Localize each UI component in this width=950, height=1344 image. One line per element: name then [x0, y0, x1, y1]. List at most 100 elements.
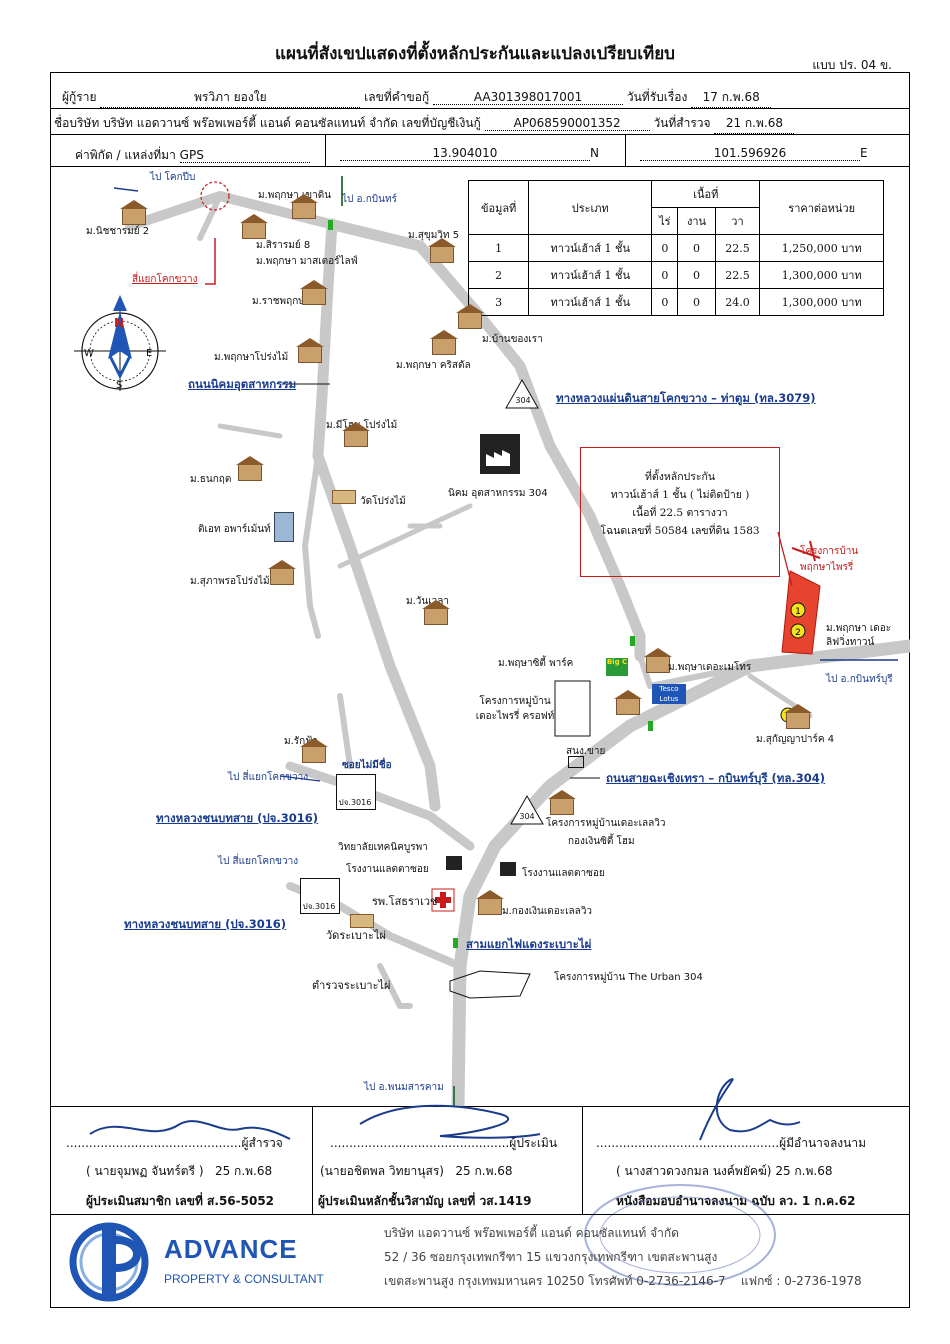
house-icon [430, 330, 458, 355]
shield-304-label-2: 304 [519, 812, 535, 821]
label-project-pruksa: โครงการบ้าน พฤกษาไพรรี่ [800, 546, 859, 573]
compass-e: E [146, 348, 153, 359]
house-icon [614, 690, 642, 715]
surveyor-role: ........................................… [66, 1136, 283, 1150]
label-to-kabinburi: ไป อ.กบินทร์บุรี [826, 674, 893, 685]
label-to-sieng-kok-1: ไป สี่แยกโคกขวาง [228, 772, 309, 783]
label-hospital: รพ.โสธราเวช [372, 895, 438, 908]
footer-company: บริษัท แอดวานซ์ พร๊อพเพอร์ตี้ แอนด์ คอนซ… [384, 1226, 679, 1240]
appraiser-license: ผู้ประเมินหลักชั้นวิสามัญ เลขที่ วส.1419 [318, 1194, 532, 1208]
sales-office-icon [568, 756, 584, 768]
pj3016-label-1: ปจ.3016 [338, 798, 372, 807]
house-icon [268, 560, 296, 585]
signature-appraiser [359, 1104, 541, 1139]
comparable-marker-2: 2 [790, 623, 806, 639]
pj3016-shield-1 [336, 774, 376, 810]
kokpip-marker [200, 181, 230, 211]
form-code: แบบ ปร. 04 ข. [812, 58, 892, 72]
label-kongngern: กองเงินซิตี้ โฮม [568, 836, 635, 847]
document-title: แผนที่สังเขปแสดงที่ตั้งหลักประกันและแปลง… [275, 44, 675, 64]
label-to-kokpip: ไป โคกปีบ [150, 172, 196, 183]
road-3079 [544, 440, 646, 662]
svg-text:2: 2 [795, 628, 801, 638]
house-icon [422, 600, 450, 625]
house-icon [120, 200, 148, 225]
label-sonong-khai: สนง.ขาย [566, 746, 606, 757]
pj3016-label-2: ปจ.3016 [302, 902, 336, 911]
label-route-3016-b: ทางหลวงชนบทสาย (ปจ.3016) [124, 917, 287, 931]
label-to-kabinburi-top: ไป อ.กบินทร์ [342, 194, 397, 205]
label-nikhom-304: นิคม อุตสาหกรรม 304 [448, 488, 548, 499]
lotus-logo: Tesco Lotus [652, 684, 686, 704]
apartment-icon [274, 512, 294, 542]
label-ratchaphruk: ม.ราชพฤกษ์ [252, 296, 305, 307]
company-stamp [584, 1184, 776, 1286]
urban-304-shape [449, 970, 531, 999]
authorized-role: ........................................… [596, 1136, 867, 1150]
svg-text:1: 1 [795, 607, 801, 617]
house-icon [240, 214, 268, 239]
logo-sub: PROPERTY & CONSULTANT [164, 1272, 324, 1286]
label-urban-304: โครงการหมู่บ้าน The Urban 304 [554, 972, 703, 983]
company-row: ชื่อบริษัท บริษัท แอดวานซ์ พร๊อพเพอร์ตี้… [54, 114, 795, 134]
compass-n: N [114, 316, 125, 330]
appraiser-name: (นายอชิตพล วิทยานุสร) 25 ก.พ.68 [320, 1164, 513, 1178]
label-phruksa-demetro: ม.พฤษาเดอะเมโทร [668, 662, 752, 673]
page-frame [50, 72, 910, 1308]
hospital-icon [431, 888, 455, 912]
house-icon [476, 890, 504, 915]
survey-date-value: 21 ก.พ.68 [714, 114, 795, 134]
label-kongngern-lelview: ม.กองเงินเดอะเลลวิว [502, 906, 593, 917]
borrower-value: พรวิภา ยองใย [100, 88, 361, 108]
factory-icon [480, 434, 520, 474]
label-sirarom: ม.สิรารมย์ 8 [256, 240, 311, 251]
surveyor-name: ( นายจุมพฏ จันทร์ตรี ) 25 ก.พ.68 [86, 1164, 273, 1178]
label-factory-1: โรงงานแลตตาซอย [346, 864, 429, 875]
label-project-dele: โครงการหมู่บ้านเดอะเลลวิว [546, 818, 666, 829]
road-nikhom [312, 218, 338, 462]
label-college: วิทยาลัยเทคนิคบูรพา [338, 842, 428, 853]
big-c-logo: Big C [606, 658, 628, 676]
label-tiet-apartment: ติเอท อพาร์เม้นท์ [198, 524, 271, 535]
house-icon [548, 790, 576, 815]
label-factory-2: โรงงานแลตตาซอย [522, 868, 605, 879]
prairie-croft-shape [554, 680, 591, 737]
house-icon [296, 338, 324, 363]
shield-304-label: 304 [515, 396, 531, 405]
house-icon [784, 704, 812, 729]
surveyor-member: ผู้ประเมินสมาชิก เลขที่ ส.56-5052 [86, 1194, 275, 1208]
label-intersection: สามแยกไฟแดงระเบาะไผ่ [466, 937, 592, 951]
signature-authorized [699, 1078, 801, 1141]
label-to-sieng-kok-2: ไป สี่แยกโคกขวาง [218, 856, 299, 867]
coord-label: ค่าพิกัด / แหล่งที่มา GPS [75, 146, 310, 165]
house-icon [290, 194, 318, 219]
label-wat-rabao: วัดระเบาะไผ่ [326, 929, 386, 942]
factory-small-icon [446, 856, 462, 870]
compass-w: W [84, 348, 94, 359]
label-phruksa-city-park: ม.พฤษาซิตี้ พาร์ค [498, 658, 574, 669]
comparison-table: ข้อมูลที่ ประเภท เนื้อที่ ราคาต่อหน่วย ไ… [467, 180, 884, 316]
label-route-3016-a: ทางหลวงชนบทสาย (ปจ.3016) [156, 811, 319, 825]
received-date-value: 17 ก.พ.68 [691, 88, 772, 108]
advance-logo-icon [69, 1222, 149, 1302]
label-prairie-croft: โครงการหมู่บ้าน เดอะไพรรี่ ครอฟท์ [475, 696, 555, 722]
label-phruksa-cristal: ม.พฤกษา คริสตัล [396, 360, 471, 371]
footer-address2: เขตสะพานสูง กรุงเทพมหานคร 10250 โทรศัพท์… [384, 1274, 862, 1288]
house-icon [342, 422, 370, 447]
compass-rose [74, 295, 166, 391]
label-police: ตำรวจระเบาะไผ่ [312, 979, 391, 992]
label-phruksa-master: ม.พฤกษา มาสเตอร์ไลฟ์ [256, 256, 358, 267]
company-value: บริษัท แอดวานซ์ พร๊อพเพอร์ตี้ แอนด์ คอนซ… [103, 116, 398, 130]
label-soi-no-name: ซอยไม่มีชื่อ [342, 760, 392, 771]
pj3016-shield-2 [300, 878, 340, 914]
label-to-phanom: ไป อ.พนมสารคาม [364, 1082, 444, 1093]
house-icon [300, 738, 328, 763]
house-icon [456, 304, 484, 329]
label-nichara: ม.นิชชารมย์ 2 [86, 226, 150, 237]
label-ban-khongrao: ม.บ้านของเรา [482, 334, 543, 345]
borrower-row: ผู้กู้ราย พรวิภา ยองใย เลขที่คำขอกู้ AA3… [62, 88, 772, 108]
label-phruksa-prongmai: ม.พฤกษาโปร่งไม้ [214, 352, 289, 363]
